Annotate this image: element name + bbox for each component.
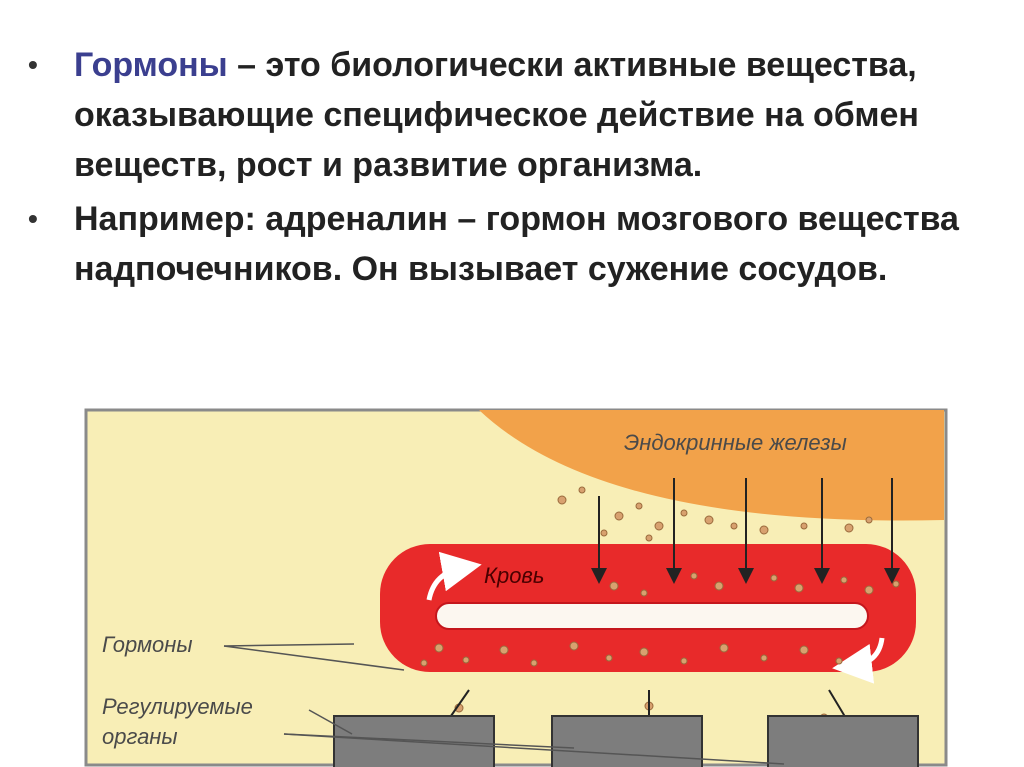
secretion-arrows xyxy=(591,478,900,584)
bullet-marker: • xyxy=(28,49,38,80)
glands-label: Эндокринные железы xyxy=(624,430,847,455)
endocrine-diagram: Эндокринные железы Кровь xyxy=(84,408,948,767)
bullet-definition: • Гормоны – это биологически активные ве… xyxy=(28,40,988,190)
pointer-line xyxy=(223,645,405,671)
bullet-marker: • xyxy=(28,203,38,234)
example-text: Например: адреналин – гормон мозгового в… xyxy=(74,200,959,288)
pointer-line xyxy=(308,709,353,735)
endocrine-glands-shape xyxy=(479,410,944,521)
circulation-arrow-left-icon xyxy=(426,551,482,601)
pointer-line xyxy=(223,643,355,647)
bullet-list: • Гормоны – это биологически активные ве… xyxy=(28,40,988,298)
organs-label-line2: органы xyxy=(102,724,178,749)
term-hormones: Гормоны xyxy=(74,46,228,84)
blood-label: Кровь xyxy=(484,563,545,588)
organ-block xyxy=(767,715,919,767)
hormones-label: Гормоны xyxy=(102,632,193,657)
organ-block xyxy=(333,715,495,767)
vessel-lumen xyxy=(435,602,869,630)
circulation-arrow-right-icon xyxy=(832,637,885,684)
definition-text: – это биологически активные вещества, ок… xyxy=(74,46,919,184)
organs-label-line1: Регулируемые xyxy=(102,694,253,719)
organ-block xyxy=(551,715,703,767)
bullet-example: • Например: адреналин – гормон мозгового… xyxy=(28,194,988,294)
pointer-line xyxy=(283,733,785,765)
